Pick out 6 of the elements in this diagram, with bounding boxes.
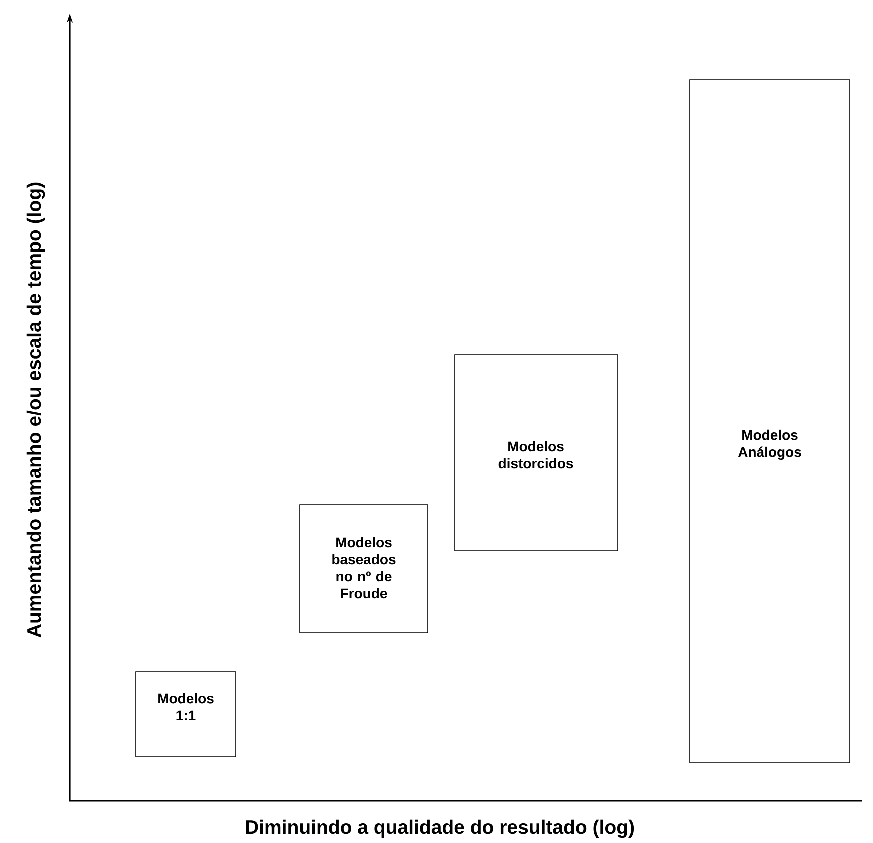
model-box: Modelos distorcidos <box>454 354 618 552</box>
model-box: Modelos Análogos <box>690 80 850 764</box>
model-box: Modelos 1:1 <box>136 672 236 758</box>
axis-label: Diminuindo a qualidade do resultado (log) <box>246 820 634 838</box>
axis-label: Aumentando tamanho e/ou escala de tempo (log) <box>26 182 46 638</box>
model-box: Modelos baseados no nº de Froude <box>300 504 428 634</box>
